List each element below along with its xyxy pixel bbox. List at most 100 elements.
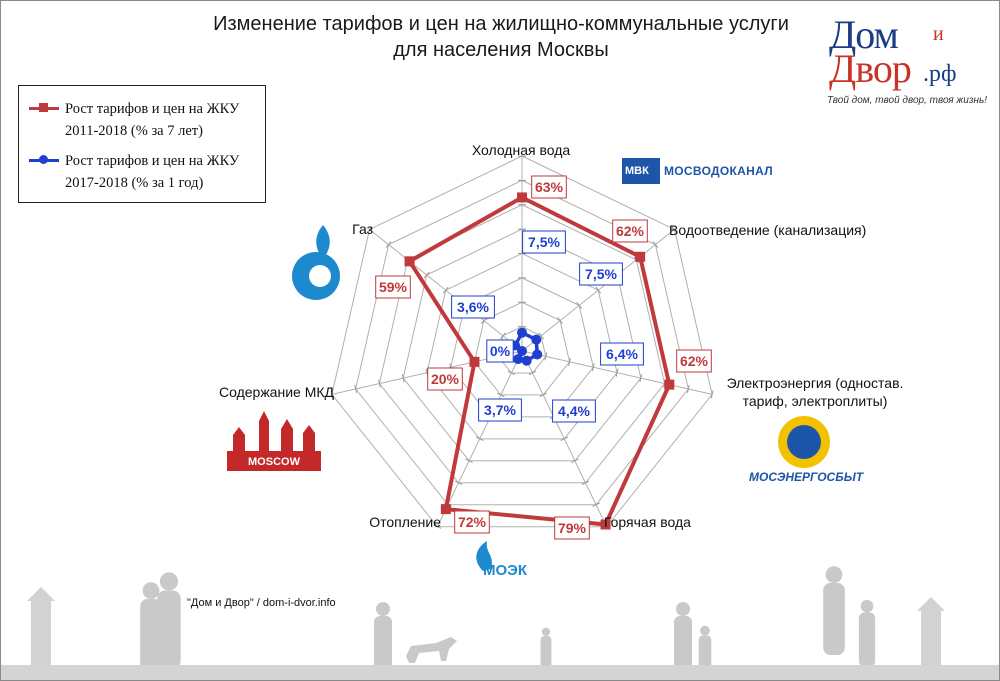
- grid-tick: [538, 332, 544, 340]
- value-label: 72%: [458, 514, 487, 530]
- mvk-abbreviation: МВК: [625, 165, 649, 177]
- value-label-box: [478, 398, 522, 422]
- dom-i-dvor-logo: Дом и Двор .рф Твой дом, твой двор, твоя…: [823, 12, 991, 107]
- value-label: 7,5%: [585, 266, 617, 282]
- grid-tick: [475, 436, 484, 442]
- grid-tick: [507, 370, 516, 376]
- grid-tick: [500, 332, 506, 340]
- legend-label: Рост тарифов и цен на ЖКУ: [65, 153, 240, 169]
- category-label: Холодная вода: [472, 142, 571, 158]
- grid-tick: [671, 225, 678, 233]
- mosvodokanal-icon: МВК: [622, 158, 660, 184]
- source-credit: "Дом и Двор" / dom-i-dvor.info: [187, 597, 336, 609]
- moscow-logo-text: MOSCOW: [248, 456, 300, 468]
- logo-word-dvor: Двор: [829, 46, 912, 91]
- person-silhouette-icon: [860, 599, 874, 613]
- grid-tick: [465, 458, 473, 463]
- value-label-box: [454, 510, 490, 534]
- category-label: Газ: [352, 221, 373, 237]
- grid-tick: [385, 241, 392, 249]
- data-point: [469, 356, 480, 367]
- legend-label: Рост тарифов и цен на ЖКУ: [65, 101, 240, 117]
- value-label: 20%: [431, 371, 460, 387]
- logo-word-dom: Дом: [829, 12, 899, 57]
- data-point: [517, 346, 527, 356]
- grid-tick: [710, 390, 714, 399]
- value-label: 59%: [379, 279, 408, 295]
- grid-tick: [686, 384, 690, 393]
- grid-tick: [576, 301, 583, 309]
- grid-ring: [473, 301, 571, 396]
- data-point: [517, 192, 527, 203]
- grid-tick: [378, 379, 381, 388]
- value-label-box: [451, 295, 495, 319]
- person-silhouette-icon: [157, 590, 181, 669]
- category-label: Водоотведение (канализация): [669, 222, 866, 238]
- legend-marker-square: [39, 103, 48, 112]
- value-label: 0%: [490, 343, 511, 359]
- moscow-logo-icon: [227, 451, 321, 471]
- ground-decoration: [1, 665, 999, 680]
- dog-silhouette-icon: [406, 637, 457, 663]
- data-point: [440, 504, 451, 515]
- value-label: 7,5%: [528, 234, 560, 250]
- grid-tick: [568, 357, 571, 366]
- series-1-year: [510, 327, 543, 366]
- grid-tick: [497, 392, 505, 398]
- chart-title: Изменение тарифов и цен на жилищно-комму…: [151, 11, 851, 63]
- data-point: [600, 519, 611, 530]
- grid-tick: [652, 241, 659, 249]
- grid-tick: [581, 480, 590, 485]
- legend-label: 2011-2018 (% за 7 лет): [65, 123, 203, 139]
- value-label-box: [375, 275, 411, 299]
- mosenergosbyt-icon-core: [787, 425, 821, 459]
- grid-ring: [426, 252, 618, 440]
- value-label: 3,7%: [484, 402, 516, 418]
- value-label: 62%: [680, 353, 709, 369]
- data-point: [664, 379, 675, 390]
- grid-tick: [560, 436, 569, 442]
- person-silhouette-icon: [825, 566, 843, 583]
- brand-icons: [227, 225, 830, 571]
- grid-tick: [330, 390, 334, 399]
- value-label-box: [676, 349, 712, 373]
- logo-word-rf: .рф: [923, 61, 957, 87]
- person-silhouette-icon: [858, 612, 876, 667]
- person-silhouette-icon: [700, 625, 710, 636]
- value-label-box: [486, 339, 514, 363]
- value-label: 3,6%: [457, 299, 489, 315]
- value-label: 4,4%: [558, 403, 590, 419]
- gazprom-flame-icon: [316, 225, 330, 259]
- logo-tagline: Твой дом, твой двор, твоя жизнь!: [827, 95, 988, 106]
- category-label: Содержание МКД: [219, 384, 335, 400]
- grid-tick: [591, 363, 595, 372]
- legend-label: 2017-2018 (% за 1 год): [65, 175, 204, 191]
- legend: Рост тарифов и цен на ЖКУ 2011-2018 (% з…: [18, 85, 266, 203]
- kremlin-icon: [233, 411, 315, 451]
- person-silhouette-icon: [140, 599, 162, 671]
- grid-tick: [544, 352, 548, 361]
- grid-ring: [402, 228, 642, 462]
- grid-tick: [528, 370, 537, 376]
- data-point: [532, 349, 543, 360]
- person-silhouette-icon: [374, 616, 392, 676]
- grid-ring: [355, 179, 689, 506]
- data-point: [513, 354, 524, 365]
- person-silhouette-icon: [540, 636, 552, 672]
- grid-tick: [615, 368, 619, 377]
- grid-tick: [423, 271, 430, 279]
- grid-ring: [331, 155, 713, 528]
- title-line-2: для населения Москвы: [393, 39, 609, 61]
- grid-tick: [571, 458, 579, 463]
- value-label: 63%: [535, 179, 564, 195]
- category-label: Горячая вода: [604, 514, 691, 530]
- legend-marker-circle: [39, 155, 48, 164]
- person-silhouette-icon: [159, 572, 179, 591]
- grid-tick: [454, 480, 463, 485]
- value-label-box: [554, 516, 590, 540]
- mosvodokanal-text: МОСВОДОКАНАЛ: [664, 164, 773, 178]
- person-silhouette-icon: [376, 602, 390, 616]
- series-7-years: [404, 192, 675, 530]
- grid-tick: [639, 374, 643, 383]
